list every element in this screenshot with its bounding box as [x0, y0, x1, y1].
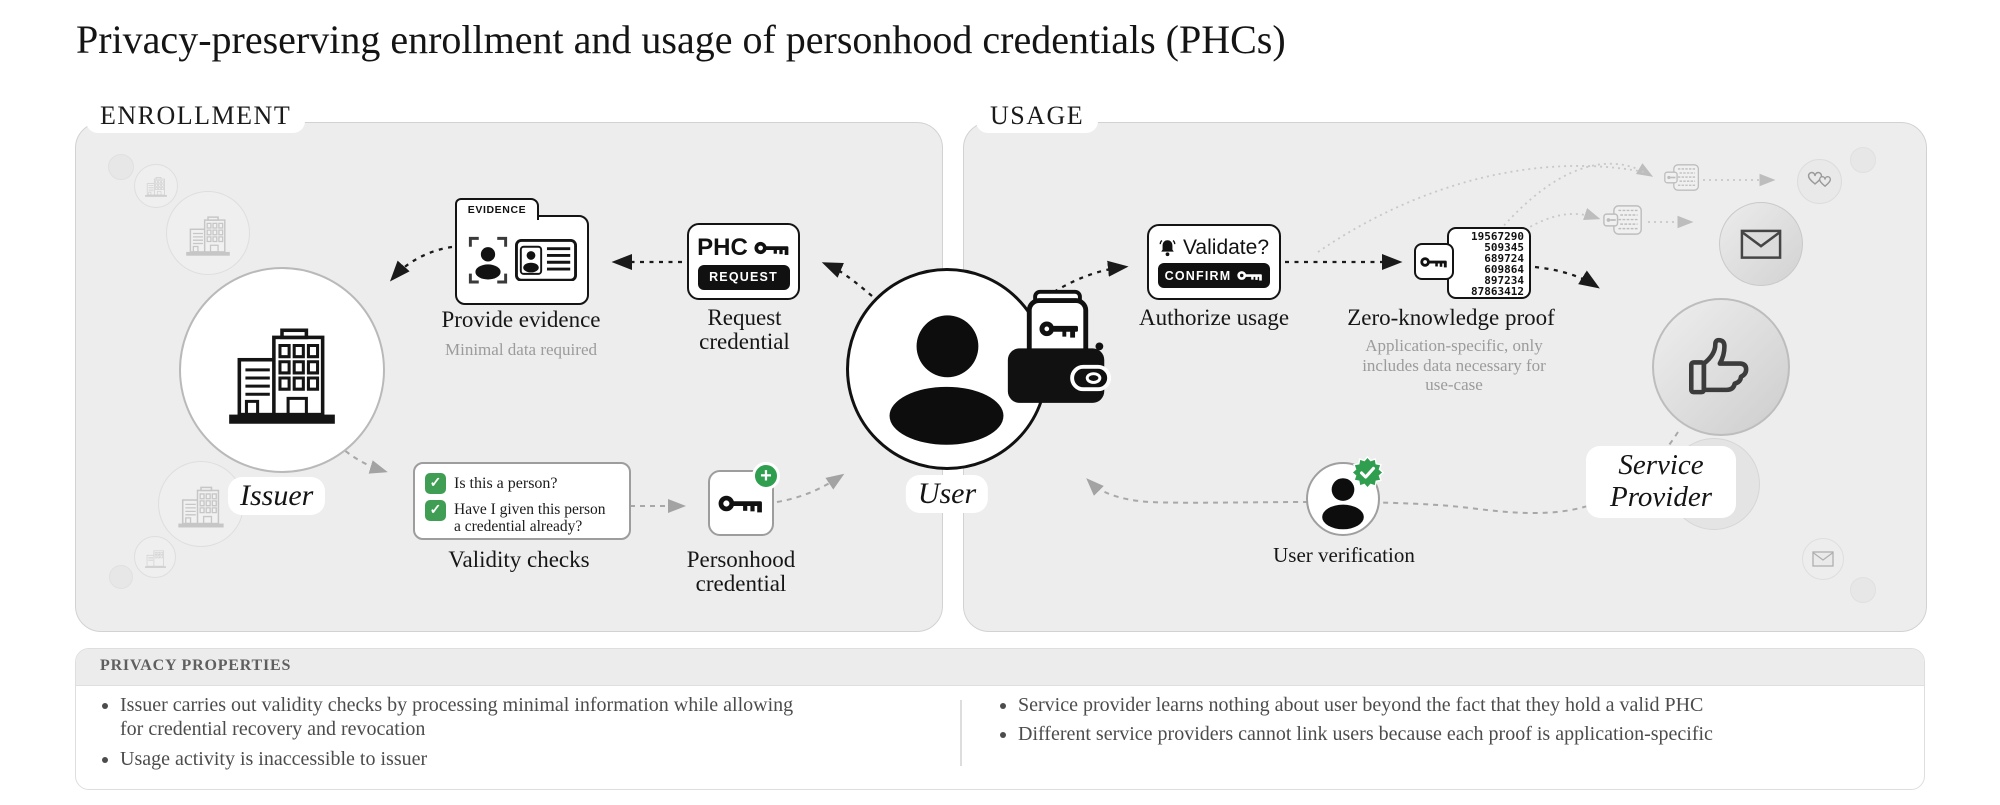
evidence-tab: EVIDENCE: [455, 198, 539, 220]
provider-bubble-small: [1802, 538, 1844, 580]
privacy-columns-divider: [960, 700, 962, 766]
validate-text: Validate?: [1182, 236, 1269, 259]
validity-checks-box: ✓ Is this a person? ✓ Have I given this …: [413, 462, 631, 540]
issuer-bubble-tiny: [134, 536, 176, 578]
issuer-bubble-medium: [166, 191, 250, 275]
privacy-properties-panel: PRIVACY PROPERTIES Issuer carries out va…: [75, 648, 1925, 790]
zkp-number-line: 87863412: [1471, 285, 1524, 298]
privacy-properties-header: PRIVACY PROPERTIES: [76, 649, 1924, 686]
hearts-app-bubble: [1797, 159, 1842, 204]
zkp-key-box: [1414, 243, 1454, 280]
user-label: User: [905, 475, 989, 513]
provide-evidence-label: Provide evidence: [441, 307, 601, 332]
phc-text: PHC: [697, 233, 748, 261]
zkp-number-line: 897234: [1484, 274, 1524, 287]
validity-item: Have I given this person a credential al…: [454, 501, 606, 536]
enrollment-label: ENROLLMENT: [86, 99, 306, 133]
plus-badge-icon: +: [752, 462, 780, 490]
request-button: REQUEST: [697, 264, 790, 290]
mini-zkp-icon: [1664, 164, 1700, 191]
id-card-icon: [515, 238, 577, 282]
request-button-label: REQUEST: [709, 270, 778, 284]
decorative-bubble: [1850, 577, 1876, 603]
wallet-icon: [1007, 289, 1112, 403]
page-title: Privacy-preserving enrollment and usage …: [76, 17, 1286, 62]
verified-badge-icon: [1351, 456, 1384, 489]
building-icon: [178, 486, 224, 528]
key-icon: [718, 495, 762, 512]
mail-icon: [1812, 551, 1834, 567]
evidence-tab-label: EVIDENCE: [467, 204, 527, 216]
building-icon: [144, 550, 166, 568]
decorative-bubble: [109, 565, 133, 589]
service-provider-label: Service Provider: [1586, 446, 1736, 518]
confirm-button-label: CONFIRM: [1164, 268, 1232, 283]
selfie-photo-icon: [468, 236, 508, 284]
privacy-properties-title: PRIVACY PROPERTIES: [100, 657, 292, 674]
user-verification-label: User verification: [1273, 543, 1415, 567]
mini-zkp-icon: [1603, 205, 1642, 235]
issuer-bubble-lower: [158, 461, 244, 547]
issuer-bubble-small: [134, 164, 178, 208]
authorize-usage-box: Validate? CONFIRM: [1147, 224, 1281, 300]
confirm-button: CONFIRM: [1158, 263, 1270, 288]
key-icon: [754, 241, 789, 255]
key-icon: [1420, 256, 1447, 267]
request-credential-box: PHC REQUEST: [687, 223, 800, 300]
user-person-icon: [889, 315, 1004, 445]
mail-icon: [1740, 229, 1782, 259]
bell-icon: [1159, 239, 1176, 256]
issuer-building-icon: [229, 328, 335, 424]
mail-app-bubble: [1719, 202, 1803, 286]
authorize-usage-label: Authorize usage: [1138, 305, 1290, 330]
service-provider-circle: [1652, 298, 1790, 436]
checkbox-checked-icon: ✓: [425, 473, 446, 494]
hearts-icon: [1807, 171, 1831, 188]
user-circle: [846, 268, 1048, 470]
issuer-label: Issuer: [228, 477, 326, 515]
zkp-number-line: 689724: [1484, 252, 1524, 265]
validity-item: Is this a person?: [454, 475, 558, 492]
privacy-bullet: Different service providers cannot link …: [1018, 722, 1928, 746]
provide-evidence-sublabel: Minimal data required: [444, 340, 597, 359]
decorative-bubble: [1850, 147, 1876, 173]
privacy-bullet: Issuer carries out validity checks by pr…: [120, 693, 820, 742]
privacy-list-right: Service provider learns nothing about us…: [996, 693, 1928, 752]
usage-label: USAGE: [976, 99, 1099, 133]
building-icon: [186, 215, 230, 256]
key-icon-white: [1237, 271, 1263, 281]
request-credential-label: Request credential: [699, 305, 790, 355]
evidence-folder-body: [455, 215, 589, 305]
privacy-bullet: Service provider learns nothing about us…: [1018, 693, 1928, 717]
zkp-label: Zero-knowledge proof: [1347, 305, 1555, 330]
zkp-numbers-box: 19567290 509345 689724 609864 897234 878…: [1447, 227, 1531, 299]
thumbs-up-icon: [1689, 337, 1749, 395]
checkbox-checked-icon: ✓: [425, 500, 446, 521]
building-icon: [145, 177, 167, 198]
privacy-bullet: Usage activity is inaccessible to issuer: [120, 747, 820, 771]
issuer-circle: [179, 267, 385, 473]
decorative-bubble: [108, 154, 134, 180]
zkp-sublabel: Application-specific, only includes data…: [1362, 336, 1546, 395]
zkp-number-line: 609864: [1484, 263, 1524, 276]
validity-checks-label: Validity checks: [448, 547, 590, 572]
personhood-credential-label: Personhood credential: [686, 547, 796, 597]
privacy-list-left: Issuer carries out validity checks by pr…: [98, 693, 820, 776]
